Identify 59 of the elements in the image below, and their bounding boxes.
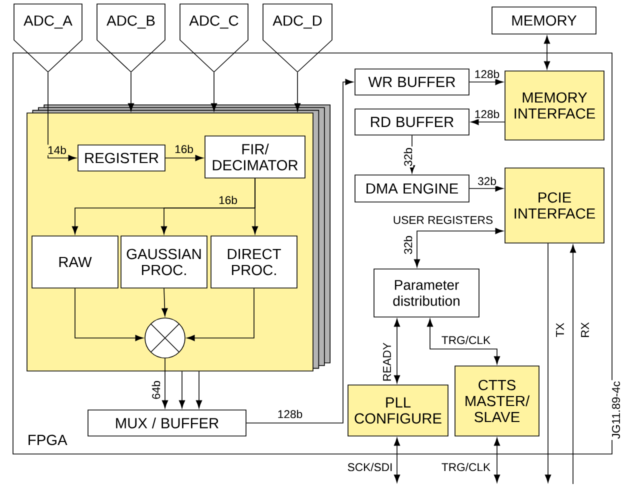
edge-label: 32b — [402, 146, 414, 168]
mixer-circle — [144, 318, 186, 358]
arrow — [394, 438, 400, 483]
arrow — [470, 118, 505, 126]
process-box: FIR/ DECIMATOR — [204, 136, 306, 178]
edge-label: 128b — [473, 68, 501, 80]
arrow — [414, 228, 504, 268]
edge-label: 128b — [473, 108, 501, 120]
arrow — [252, 178, 258, 234]
arrow — [128, 72, 134, 112]
process-box: MUX / BUFFER — [88, 410, 246, 436]
arrow — [196, 371, 202, 408]
edge-label: SCK/SDI — [346, 462, 394, 472]
bus-width-label: 32b — [402, 234, 414, 256]
adc-pentagon: ADC_C — [180, 4, 248, 73]
process-box: DMA ENGINE — [354, 174, 470, 202]
arrow — [162, 288, 168, 316]
arrow — [469, 78, 504, 86]
edge-label: 32b — [476, 176, 498, 186]
arrow — [426, 318, 500, 364]
edge-label: RX — [580, 321, 590, 339]
arrow — [74, 288, 144, 342]
arrow — [178, 371, 186, 408]
edge-label: 128b — [276, 408, 304, 420]
arrow — [494, 438, 500, 483]
process-box: REGISTER — [78, 144, 166, 172]
edge-label: USER REGISTERS — [392, 214, 494, 226]
edge-label: READY — [382, 341, 392, 383]
edge-label: 64b — [150, 379, 162, 401]
arrow — [48, 72, 76, 162]
memory-box: MEMORY — [492, 6, 596, 34]
process-box: PLL CONFIGURE — [348, 384, 448, 436]
process-box: WR BUFFER — [354, 68, 470, 96]
process-box: RAW — [32, 236, 118, 288]
edge-label: TX — [555, 322, 565, 338]
adc-pentagon: ADC_B — [96, 4, 166, 73]
process-box: RD BUFFER — [354, 108, 470, 136]
arrow — [469, 185, 504, 192]
arrow — [544, 243, 552, 483]
arrow — [294, 72, 301, 112]
edge-label: TRG/CLK — [440, 462, 492, 472]
process-box: DIRECT PROC. — [210, 236, 298, 288]
arrow — [165, 154, 204, 162]
process-box: CTTS MASTER/ SLAVE — [454, 366, 540, 436]
interface-box: PCIE INTERFACE — [504, 168, 604, 244]
process-box: GAUSSIAN PROC. — [120, 236, 208, 288]
arrow — [570, 244, 576, 484]
interface-box: MEMORY INTERFACE — [504, 70, 604, 140]
process-box: Parameter distribution — [374, 268, 480, 318]
arrow — [544, 36, 550, 70]
arrow — [394, 318, 400, 384]
arrow — [186, 288, 254, 342]
edge-label: TRG/CLK — [440, 334, 492, 346]
figure-code: JG11.89-4c — [610, 380, 622, 440]
adc-pentagon: ADC_A — [14, 4, 82, 73]
adc-pentagon: ADC_D — [262, 4, 332, 73]
arrow — [210, 72, 218, 112]
arrow — [162, 358, 168, 408]
arrow — [246, 78, 354, 424]
